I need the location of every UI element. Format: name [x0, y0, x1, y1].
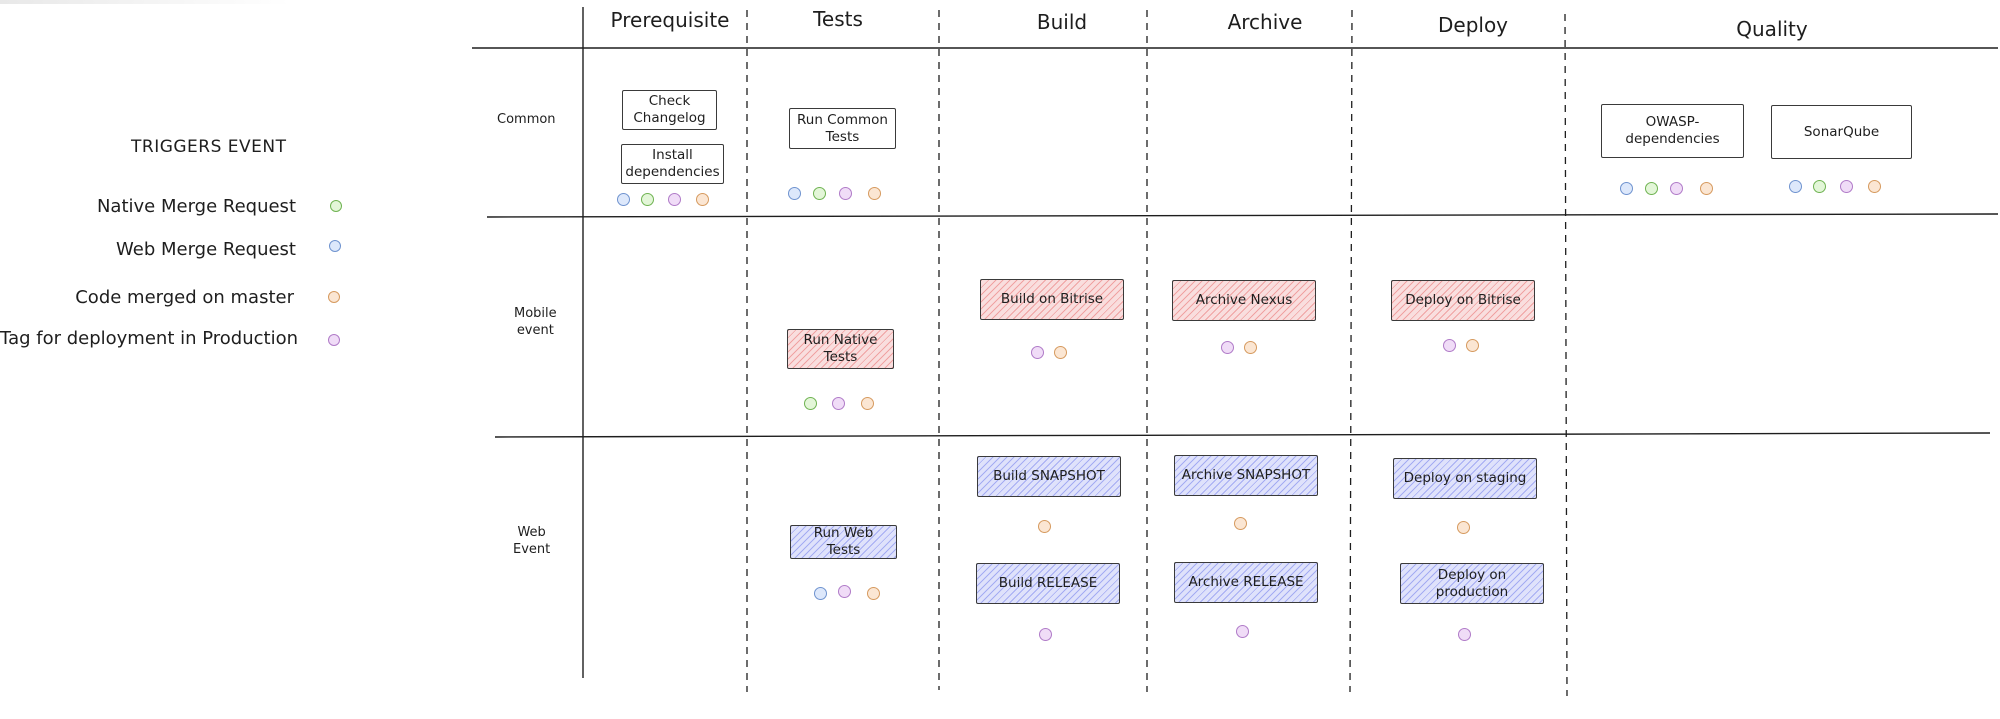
legend-web-merge-request: Web Merge Request: [116, 239, 296, 260]
trigger-dot-tag-prod: [839, 187, 852, 200]
trigger-dot-tag-prod: [1443, 339, 1456, 352]
column-header-archive: Archive: [1227, 10, 1303, 34]
row-divider-common-mobile: [486, 213, 1999, 218]
row-label-mobile-event: Mobile event: [514, 306, 557, 338]
trigger-dot-tag-prod: [1039, 628, 1052, 641]
top-left-edge: [0, 0, 290, 4]
col-divider-4: [1349, 9, 1353, 693]
job-archive-nexus[interactable]: Archive Nexus: [1172, 280, 1316, 321]
legend-purple-dot: [328, 334, 340, 346]
legend-tag-for-deployment: Tag for deployment in Production: [0, 328, 298, 349]
job-sonarqube[interactable]: SonarQube: [1771, 105, 1912, 159]
trigger-dot-tag-prod: [668, 193, 681, 206]
trigger-dot-web-merge: [617, 193, 630, 206]
col-divider-5: [1564, 13, 1568, 697]
job-build-on-bitrise[interactable]: Build on Bitrise: [980, 279, 1124, 320]
trigger-dot-tag-prod: [1670, 182, 1683, 195]
trigger-dot-code-master: [1038, 520, 1051, 533]
trigger-dot-tag-prod: [1840, 180, 1853, 193]
column-header-tests: Tests: [813, 7, 863, 31]
legend-native-merge-request: Native Merge Request: [96, 196, 296, 217]
trigger-dot-tag-prod: [1236, 625, 1249, 638]
trigger-dot-tag-prod: [1221, 341, 1234, 354]
job-archive-release[interactable]: Archive RELEASE: [1174, 562, 1318, 603]
job-deploy-on-staging[interactable]: Deploy on staging: [1393, 458, 1537, 499]
job-owasp-dependencies[interactable]: OWASP-dependencies: [1601, 104, 1744, 158]
trigger-dot-code-master: [1054, 346, 1067, 359]
column-header-quality: Quality: [1736, 17, 1808, 41]
job-archive-snapshot[interactable]: Archive SNAPSHOT: [1174, 455, 1318, 496]
trigger-dot-code-master: [867, 587, 880, 600]
trigger-dot-tag-prod: [832, 397, 845, 410]
trigger-dot-web-merge: [1620, 182, 1633, 195]
legend-code-merged-on-master: Code merged on master: [75, 287, 294, 308]
trigger-dot-code-master: [861, 397, 874, 410]
trigger-dot-native-merge: [641, 193, 654, 206]
trigger-dot-native-merge: [1813, 180, 1826, 193]
trigger-dot-code-master: [696, 193, 709, 206]
trigger-dot-code-master: [1457, 521, 1470, 534]
trigger-dot-native-merge: [804, 397, 817, 410]
job-run-native-tests[interactable]: Run Native Tests: [787, 329, 894, 369]
trigger-dot-native-merge: [1645, 182, 1658, 195]
trigger-dot-code-master: [868, 187, 881, 200]
trigger-dot-code-master: [1244, 341, 1257, 354]
column-header-deploy: Deploy: [1437, 13, 1509, 37]
trigger-dot-web-merge: [788, 187, 801, 200]
trigger-dot-web-merge: [1789, 180, 1802, 193]
legend-title: TRIGGERS EVENT: [131, 137, 287, 157]
column-header-build: Build: [1036, 10, 1088, 34]
trigger-dot-native-merge: [813, 187, 826, 200]
trigger-dot-web-merge: [814, 587, 827, 600]
job-deploy-on-production[interactable]: Deploy on production: [1400, 563, 1544, 604]
trigger-dot-tag-prod: [838, 585, 851, 598]
job-build-release[interactable]: Build RELEASE: [976, 563, 1120, 604]
trigger-dot-tag-prod: [1031, 346, 1044, 359]
legend-green-dot: [330, 200, 342, 212]
job-install-dependencies[interactable]: Install dependencies: [621, 144, 724, 184]
row-label-common: Common: [497, 112, 556, 127]
job-deploy-on-bitrise[interactable]: Deploy on Bitrise: [1391, 280, 1535, 321]
job-run-web-tests[interactable]: Run Web Tests: [790, 525, 897, 559]
job-check-changelog[interactable]: Check Changelog: [622, 90, 717, 130]
trigger-dot-code-master: [1868, 180, 1881, 193]
row-divider-mobile-web: [494, 432, 1991, 438]
trigger-dot-code-master: [1466, 339, 1479, 352]
trigger-dot-code-master: [1700, 182, 1713, 195]
legend-blue-dot: [329, 240, 341, 252]
legend-orange-dot: [328, 291, 340, 303]
job-build-snapshot[interactable]: Build SNAPSHOT: [977, 456, 1121, 497]
trigger-dot-code-master: [1234, 517, 1247, 530]
trigger-dot-tag-prod: [1458, 628, 1471, 641]
row-label-web-event: Web Event: [513, 525, 551, 557]
column-header-prerequisite: Prerequisite: [610, 8, 730, 32]
job-run-common-tests[interactable]: Run Common Tests: [789, 108, 896, 149]
